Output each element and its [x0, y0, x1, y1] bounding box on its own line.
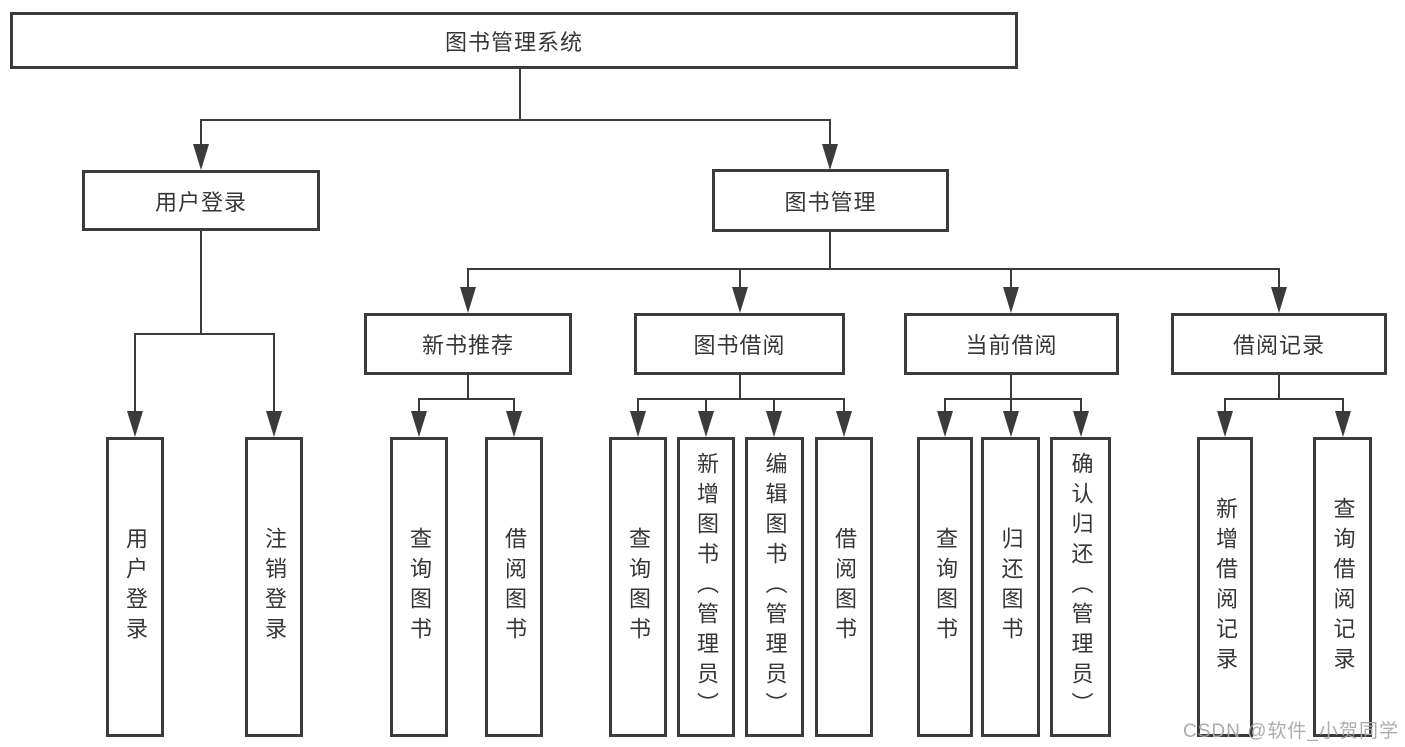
edge-new-book-rail: [419, 398, 515, 400]
edge-current-borrowing-rail: [945, 398, 1082, 400]
node-user-login: 用户登录: [82, 170, 320, 231]
edge-drop-leaf-user-login: [134, 333, 136, 413]
edge-book-management-stem: [829, 232, 831, 270]
node-label: 当前借阅: [965, 333, 1058, 358]
leaf-label: 确认归还（管理员）: [1068, 452, 1094, 722]
node-label: 图书借阅: [693, 333, 786, 358]
arrowhead: [1217, 411, 1233, 437]
edge-drop-book-management: [829, 119, 831, 146]
leaf-user-login: 用户登录: [106, 437, 164, 737]
leaf-confirm-return-admin: 确认归还（管理员）: [1050, 437, 1111, 737]
arrowhead-leaf-user-login: [127, 411, 143, 437]
edge-book-borrowing-rail: [638, 398, 845, 400]
node-label: 图书管理系统: [444, 29, 583, 55]
leaf-label: 借阅图书: [832, 527, 857, 647]
node-label: 借阅记录: [1232, 333, 1325, 358]
node-book-borrowing: 图书借阅: [634, 313, 845, 375]
arrowhead-new-book: [460, 287, 476, 313]
arrowhead: [698, 411, 714, 437]
leaf-add-books-admin: 新增图书（管理员）: [677, 437, 735, 737]
leaf-add-borrow-record: 新增借阅记录: [1197, 437, 1253, 737]
leaf-label: 归还图书: [998, 527, 1024, 647]
edge-drop: [513, 398, 515, 413]
arrowhead: [1335, 411, 1351, 437]
edge-drop-user-login: [200, 119, 202, 146]
leaf-label: 新增图书（管理员）: [694, 452, 719, 722]
leaf-label: 新增借阅记录: [1213, 497, 1238, 677]
edge-level1-rail: [200, 119, 831, 121]
leaf-label: 用户登录: [123, 527, 148, 647]
leaf-label: 编辑图书（管理员）: [762, 452, 788, 722]
leaf-query-borrow-record: 查询借阅记录: [1313, 437, 1372, 737]
edge-borrowing-records-rail: [1225, 398, 1344, 400]
edge-drop: [1010, 398, 1012, 413]
leaf-label: 查询借阅记录: [1330, 497, 1356, 677]
arrowhead: [836, 411, 852, 437]
leaf-query-books-recommend: 查询图书: [390, 437, 448, 737]
node-new-book-recommendation: 新书推荐: [364, 313, 572, 375]
edge-drop: [637, 398, 639, 413]
edge-drop-leaf-logout: [273, 333, 275, 413]
node-current-borrowing: 当前借阅: [904, 313, 1119, 375]
arrowhead: [1073, 411, 1089, 437]
edge-drop: [705, 398, 707, 413]
arrowhead-borrowing-records: [1271, 287, 1287, 313]
node-label: 图书管理: [784, 189, 877, 215]
edge-root-stem: [519, 69, 521, 120]
arrowhead: [630, 411, 646, 437]
arrowhead-book-borrowing: [732, 287, 748, 313]
edge-drop: [1342, 398, 1344, 413]
leaf-label: 借阅图书: [502, 527, 527, 647]
edge-drop-new-book: [467, 268, 469, 289]
leaf-query-books-current: 查询图书: [917, 437, 973, 737]
arrowhead: [506, 411, 522, 437]
arrowhead-book-management: [822, 144, 838, 170]
edge-drop: [843, 398, 845, 413]
edge-drop-borrowing-records: [1278, 268, 1280, 289]
edge-user-login-stem: [200, 231, 202, 335]
leaf-label: 查询图书: [407, 527, 432, 647]
node-borrowing-records: 借阅记录: [1171, 313, 1387, 375]
node-library-management-system: 图书管理系统: [10, 12, 1018, 69]
leaf-query-books-borrowing: 查询图书: [609, 437, 667, 737]
leaf-label: 查询图书: [626, 527, 651, 647]
leaf-edit-books-admin: 编辑图书（管理员）: [745, 437, 804, 737]
arrowhead-current-borrowing: [1003, 287, 1019, 313]
edge-level2-rail: [468, 268, 1280, 270]
edge-drop: [944, 398, 946, 413]
arrowhead: [766, 411, 782, 437]
node-book-management: 图书管理: [712, 169, 949, 232]
edge-drop: [773, 398, 775, 413]
edge-drop-current-borrowing: [1010, 268, 1012, 289]
edge-drop: [418, 398, 420, 413]
leaf-label: 查询图书: [933, 527, 958, 647]
edge-user-login-rail: [135, 333, 275, 335]
arrowhead: [937, 411, 953, 437]
edge-new-book-stem: [467, 375, 469, 400]
node-label: 用户登录: [154, 189, 247, 215]
leaf-borrow-books-recommend: 借阅图书: [485, 437, 543, 737]
edge-drop: [1080, 398, 1082, 413]
leaf-return-books: 归还图书: [981, 437, 1040, 737]
edge-book-borrowing-stem: [739, 375, 741, 400]
edge-borrowing-records-stem: [1278, 375, 1280, 400]
edge-current-borrowing-stem: [1010, 375, 1012, 400]
arrowhead: [1003, 411, 1019, 437]
edge-drop-book-borrowing: [739, 268, 741, 289]
arrowhead: [411, 411, 427, 437]
leaf-borrow-books-borrowing: 借阅图书: [815, 437, 873, 737]
csdn-watermark: CSDN @软件_小贺同学: [1183, 721, 1399, 742]
edge-drop: [1224, 398, 1226, 413]
node-label: 新书推荐: [421, 333, 514, 358]
arrowhead-user-login: [193, 144, 209, 170]
leaf-label: 注销登录: [262, 527, 287, 647]
leaf-logout: 注销登录: [245, 437, 303, 737]
arrowhead-leaf-logout: [266, 411, 282, 437]
